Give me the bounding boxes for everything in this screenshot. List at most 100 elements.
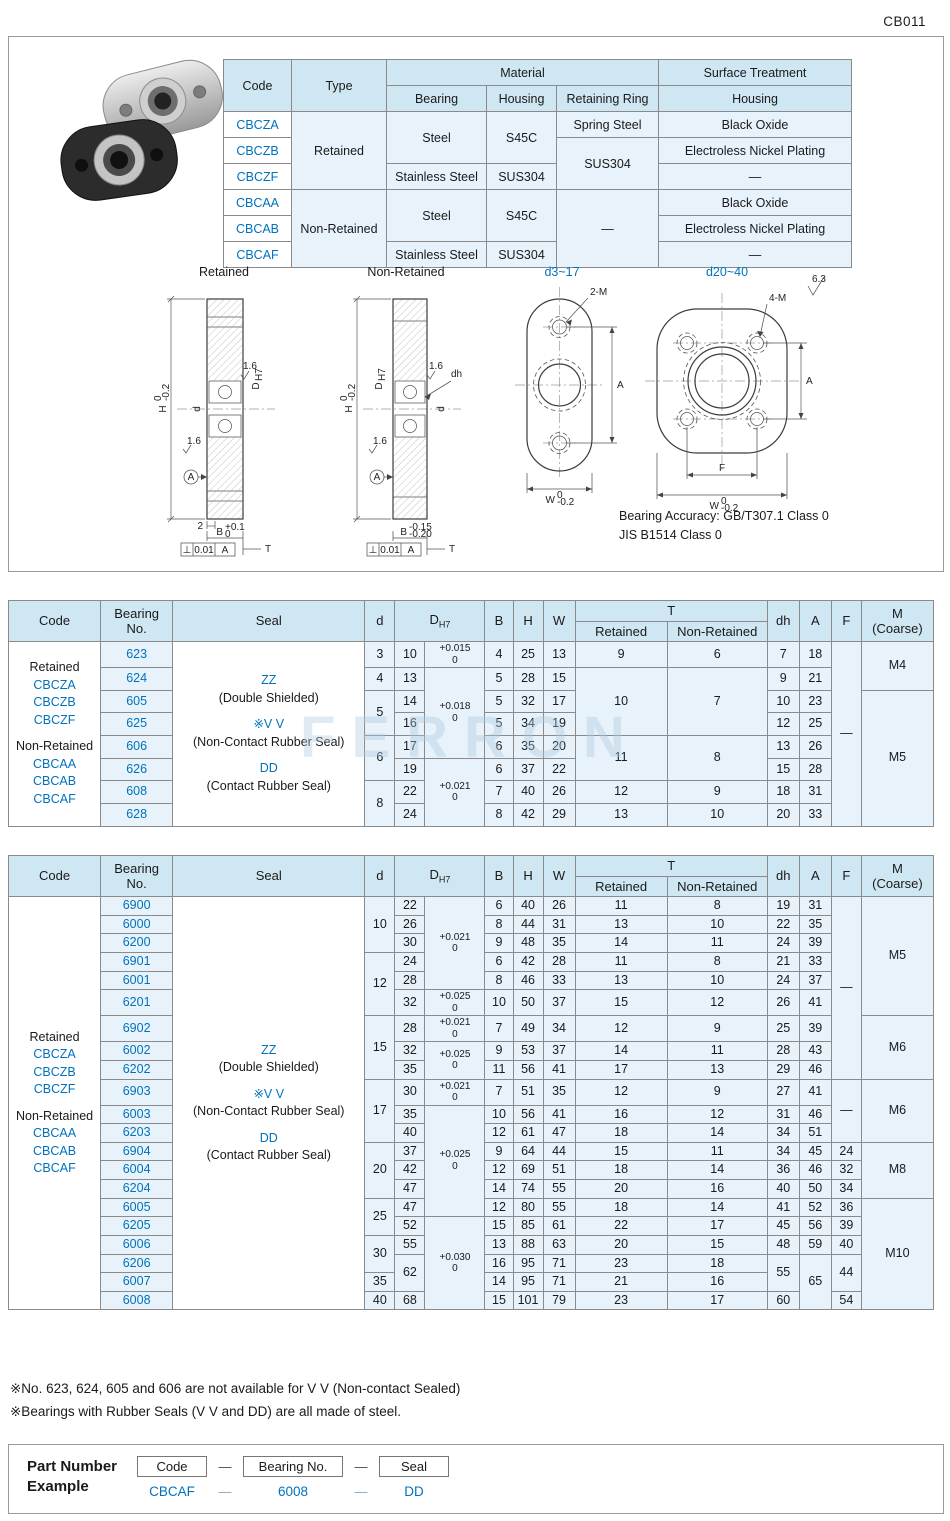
bearing-no-link[interactable]: 6200	[100, 933, 174, 954]
svg-text:B: B	[216, 527, 223, 538]
col-header-M: M(Coarse)	[860, 599, 935, 643]
drawing-label: d3~17	[544, 265, 580, 279]
bearing-no-link[interactable]: 6000	[100, 914, 174, 935]
svg-text:H7: H7	[254, 368, 265, 381]
bearing-no-link[interactable]: 6002	[100, 1041, 174, 1061]
pn-value-bearing-no[interactable]: 6008	[277, 1484, 309, 1499]
code-link[interactable]: CBCAB	[33, 1143, 77, 1158]
dim-cell: 35	[394, 1104, 426, 1125]
pn-value-seal[interactable]: DD	[404, 1484, 424, 1499]
dim-cell: 71	[542, 1253, 576, 1274]
code-link[interactable]: CBCZA	[33, 1047, 76, 1062]
dim-cell: 36	[766, 1160, 800, 1181]
dim-cell: 19	[766, 896, 800, 916]
dim-cell: 46	[512, 970, 544, 991]
col-header-bearing-no: Bearing No.	[100, 599, 174, 643]
bearing-no-link[interactable]: 628	[100, 802, 174, 827]
bearing-no-link[interactable]: 626	[100, 757, 174, 782]
table-row: CBCAF Stainless Steel SUS304 —	[223, 241, 852, 268]
bearing-no-link[interactable]: 6204	[100, 1179, 174, 1199]
code-link[interactable]: CBCZF	[33, 712, 76, 727]
svg-text:W: W	[546, 495, 556, 506]
code-link[interactable]: ZZ	[261, 1042, 277, 1057]
bearing-no-link[interactable]: 6900	[100, 896, 174, 916]
bearing-no-link[interactable]: 6904	[100, 1141, 174, 1162]
bearing-no-link[interactable]: 623	[100, 641, 174, 669]
bearing-no-link[interactable]: 6205	[100, 1216, 174, 1236]
dim-cell: 5	[484, 712, 514, 737]
dim-cell: 40	[364, 1290, 396, 1311]
bearing-no-link[interactable]: 625	[100, 712, 174, 737]
tolerance-upper: +0.025	[439, 1048, 471, 1060]
dim-cell: 13	[666, 1059, 768, 1080]
bearing-no-link[interactable]: 6001	[100, 970, 174, 991]
code-link[interactable]: CBCAF	[33, 791, 76, 806]
dim-cell: 10	[574, 667, 668, 737]
product-code[interactable]: CBCAF	[223, 241, 292, 268]
bearing-no-link[interactable]: 6206	[100, 1253, 174, 1274]
dim-cell: 45	[798, 1141, 832, 1162]
bearing-no-link[interactable]: 6008	[100, 1290, 174, 1311]
drawing-label: Non-Retained	[367, 265, 445, 279]
dim-cell: 11	[666, 1041, 768, 1061]
dim-cell: 24	[394, 952, 426, 972]
product-code[interactable]: CBCAB	[223, 215, 292, 242]
pn-separator: —	[218, 1459, 232, 1474]
spacer	[13, 729, 96, 738]
dim-cell: 13	[484, 1234, 514, 1255]
table-row: Bearing Housing Retaining Ring Housing	[224, 85, 852, 112]
code-link[interactable]: ZZ	[261, 673, 277, 688]
bearing-no-link[interactable]: 6903	[100, 1078, 174, 1106]
bearing-no-link[interactable]: 6201	[100, 989, 174, 1017]
dim-cell: 15	[484, 1216, 514, 1236]
bearing-no-link[interactable]: 6203	[100, 1123, 174, 1143]
pn-value-code[interactable]: CBCAF	[149, 1484, 195, 1499]
code-link[interactable]: CBCZB	[33, 1064, 76, 1079]
dim-cell: 45	[766, 1216, 800, 1236]
code-link[interactable]: CBCZB	[33, 695, 76, 710]
block-text: Retained	[29, 660, 80, 675]
dim-cell: 71	[542, 1272, 576, 1292]
code-link[interactable]: ※V V	[253, 717, 285, 732]
dim-cell: M8	[860, 1141, 935, 1199]
dim-cell: 55	[766, 1253, 800, 1292]
product-code[interactable]: CBCZF	[223, 163, 292, 190]
bearing-no-link[interactable]: 6005	[100, 1197, 174, 1218]
product-code[interactable]: CBCZB	[223, 137, 292, 164]
bearing-no-link[interactable]: 624	[100, 667, 174, 691]
spacer	[175, 1121, 362, 1130]
code-link[interactable]: ※V V	[253, 1086, 285, 1101]
svg-text:H: H	[344, 405, 355, 412]
bearing-no-link[interactable]: 605	[100, 689, 174, 714]
bearing-no-link[interactable]: 6004	[100, 1160, 174, 1181]
dim-cell: 51	[542, 1160, 576, 1181]
dim-cell: 6	[364, 735, 396, 782]
bearing-no-link[interactable]: 606	[100, 735, 174, 759]
code-link[interactable]: CBCAA	[33, 756, 77, 771]
code-link[interactable]: CBCAF	[33, 1161, 76, 1176]
bearing-no-link[interactable]: 6006	[100, 1234, 174, 1255]
code-link[interactable]: DD	[259, 761, 278, 776]
code-link[interactable]: CBCZA	[33, 677, 76, 692]
col-header-housing: Housing	[486, 85, 557, 112]
code-link[interactable]: CBCZF	[33, 1082, 76, 1097]
bearing-no-link[interactable]: 6202	[100, 1059, 174, 1080]
dim-label-A: A	[617, 380, 624, 391]
product-code[interactable]: CBCZA	[223, 111, 292, 138]
bearing-no-link[interactable]: 6902	[100, 1015, 174, 1043]
bearing-no-link[interactable]: 608	[100, 780, 174, 804]
tolerance-upper: +0.018	[439, 701, 471, 713]
product-code[interactable]: CBCAA	[223, 189, 292, 216]
code-link[interactable]: DD	[259, 1130, 278, 1145]
bearing-no-link[interactable]: 6007	[100, 1272, 174, 1292]
code-link[interactable]: CBCAB	[33, 774, 77, 789]
dim-cell: 34	[830, 1179, 862, 1199]
code-link[interactable]: CBCAA	[33, 1126, 77, 1141]
dim-cell: 28	[542, 952, 576, 972]
block-text: (Double Shielded)	[218, 1060, 319, 1075]
bearing-no-link[interactable]: 6003	[100, 1104, 174, 1125]
bearing-no-link[interactable]: 6901	[100, 952, 174, 972]
